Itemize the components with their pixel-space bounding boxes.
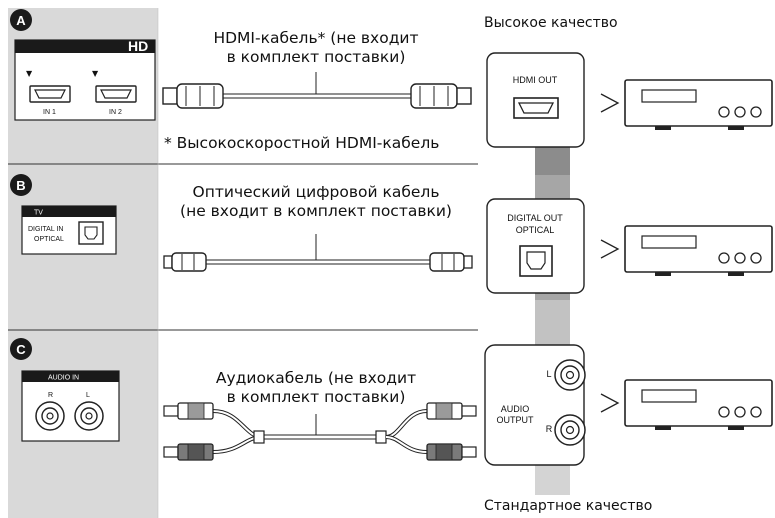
section-c: C AUDIO IN R L Аудиокабель (не входит в …	[10, 338, 773, 466]
optical-plug-left	[163, 255, 173, 269]
rca-plug-left-top	[163, 405, 179, 417]
device-audio-r-label: R	[546, 424, 553, 434]
arrow-to-receiver-icon	[600, 393, 620, 413]
player-hdmi-out: HDMI OUT	[486, 52, 585, 148]
quality-bottom-label: Стандартное качество	[484, 498, 652, 514]
optical-cable-caption-line1: Оптический цифровой кабель	[193, 183, 440, 201]
tv-audio-r-label: R	[48, 392, 53, 399]
hdmi-out-label: HDMI OUT	[513, 75, 558, 85]
player-audio-output: L AUDIO OUTPUT R	[484, 344, 586, 466]
tv-optical-label-line1: DIGITAL IN	[28, 226, 63, 233]
badge-a-label: A	[16, 13, 26, 28]
badge-b	[10, 174, 32, 196]
av-receiver-c	[624, 379, 773, 430]
hdmi-cable	[162, 83, 472, 109]
tv-optical-label-line2: OPTICAL	[34, 236, 64, 243]
arrow-to-receiver-icon	[600, 93, 620, 113]
port-arrow-icon: ▼	[92, 69, 99, 78]
tv-panel-header	[15, 40, 155, 53]
hdmi-port-1	[29, 85, 71, 103]
optical-plug-right	[429, 252, 465, 272]
arrow-to-receiver-icon	[600, 239, 620, 259]
hdmi-cable-caption-line1: HDMI-кабель* (не входит	[213, 29, 418, 47]
badge-c-label: C	[16, 342, 26, 357]
hdmi-cable-caption-line2: в комплект поставки)	[227, 48, 406, 66]
optical-port-tv	[78, 221, 104, 245]
optical-cable-caption-line2: (не входит в комплект поставки)	[180, 202, 452, 220]
hdmi-out-port	[513, 97, 559, 119]
rca-plug-left-bottom	[163, 446, 179, 458]
av-receiver-b	[624, 225, 773, 276]
hdmi-port-1-label: IN 1	[43, 109, 56, 116]
tv-optical-header: TV	[34, 210, 43, 217]
section-a: A HD ▼ ▼ IN 1 IN 2 HDMI-кабель* (не вход…	[10, 9, 773, 152]
tv-optical-panel: TV DIGITAL IN OPTICAL	[21, 205, 117, 255]
player-optical-out: DIGITAL OUT OPTICAL	[486, 198, 585, 294]
hdmi-plug-left	[162, 87, 178, 105]
quality-scale: Высокое качество Стандартное качество	[484, 15, 652, 514]
tv-hdmi-panel: HD ▼ ▼ IN 1 IN 2	[14, 38, 156, 121]
audio-cable-caption-line2: в комплект поставки)	[227, 388, 406, 406]
digital-out-label-line1: DIGITAL OUT	[507, 213, 563, 223]
rca-audio-cable	[163, 402, 477, 461]
device-audio-label-line1: AUDIO	[501, 404, 530, 414]
hdmi-footnote: * Высокоскоростной HDMI-кабель	[164, 134, 439, 152]
device-audio-l-label: L	[546, 369, 551, 379]
hdmi-port-2	[95, 85, 137, 103]
digital-out-label-line2: OPTICAL	[516, 225, 555, 235]
audio-cable-caption-line1: Аудиокабель (не входит	[216, 369, 416, 387]
section-b: B TV DIGITAL IN OPTICAL Оптический цифро…	[10, 174, 773, 294]
hdmi-port-2-label: IN 2	[109, 109, 122, 116]
device-audio-label-line2: OUTPUT	[497, 415, 535, 425]
badge-c	[10, 338, 32, 360]
quality-top-label: Высокое качество	[484, 15, 618, 31]
optical-cable	[163, 252, 473, 272]
tv-audio-in-panel: AUDIO IN R L	[21, 370, 120, 442]
badge-a	[10, 9, 32, 31]
badge-b-label: B	[16, 178, 25, 193]
tv-panel-logo: HD	[128, 38, 148, 54]
tv-audio-in-header: AUDIO IN	[48, 375, 79, 382]
optical-out-port	[519, 245, 553, 277]
port-arrow-icon: ▼	[26, 69, 33, 78]
av-receiver-a	[624, 79, 773, 130]
tv-audio-l-label: L	[86, 392, 90, 399]
